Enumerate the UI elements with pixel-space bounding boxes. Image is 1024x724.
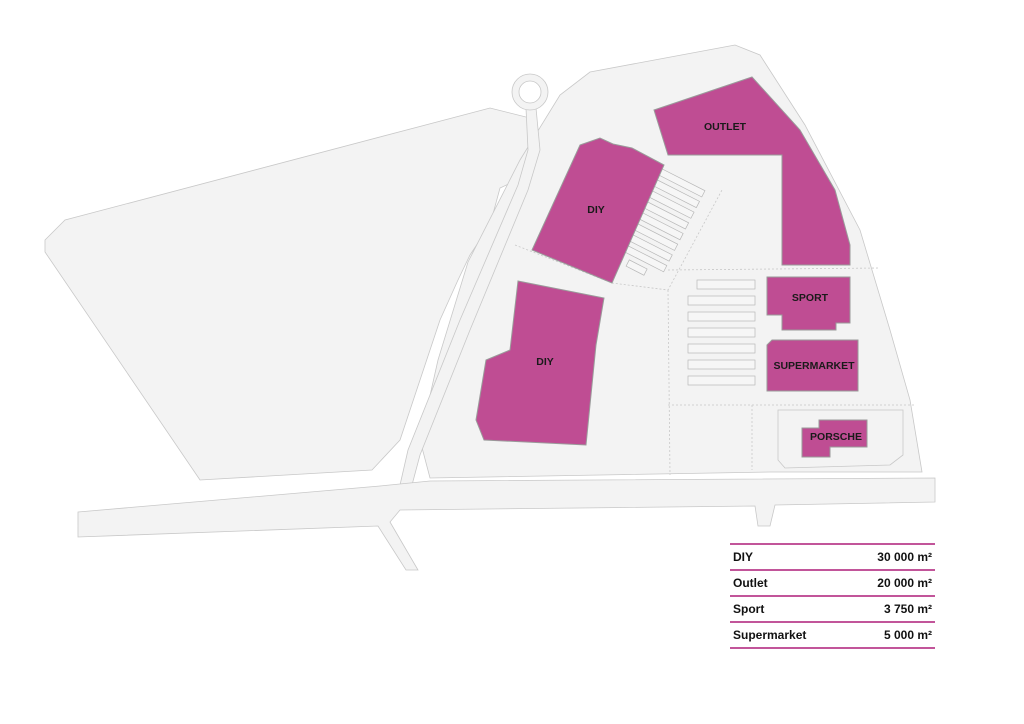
legend-name: Supermarket bbox=[730, 622, 847, 649]
parking-row bbox=[687, 343, 756, 354]
legend-area: 30 000 m² bbox=[846, 543, 935, 571]
parking-row bbox=[625, 259, 648, 276]
legend-area: 5 000 m² bbox=[846, 622, 935, 649]
label-supermarket: SUPERMARKET bbox=[773, 360, 855, 372]
legend-name: Outlet bbox=[730, 570, 847, 597]
label-diy-north: DIY bbox=[587, 204, 605, 216]
legend-area: 20 000 m² bbox=[846, 570, 935, 597]
parking-row bbox=[687, 295, 756, 306]
parking-row bbox=[687, 359, 756, 370]
legend-area: 3 750 m² bbox=[846, 596, 935, 623]
building-supermarket bbox=[766, 339, 859, 392]
legend-name: DIY bbox=[730, 543, 847, 571]
parking-area-north bbox=[620, 168, 706, 276]
parking-row bbox=[696, 279, 756, 290]
parking-area-central bbox=[687, 279, 756, 386]
label-porsche: PORSCHE bbox=[810, 431, 862, 443]
main-road bbox=[77, 477, 936, 571]
building-outlet bbox=[653, 76, 851, 266]
building-diy-north bbox=[531, 137, 665, 284]
label-diy-south: DIY bbox=[536, 356, 554, 368]
legend-name: Sport bbox=[730, 596, 847, 623]
building-sport bbox=[766, 276, 851, 331]
parking-row bbox=[687, 311, 756, 322]
building-porsche bbox=[801, 419, 868, 458]
label-sport: SPORT bbox=[792, 292, 829, 304]
building-diy-south bbox=[475, 280, 605, 446]
parking-row bbox=[687, 327, 756, 338]
parking-row bbox=[687, 375, 756, 386]
west-lot bbox=[44, 107, 531, 481]
label-outlet: OUTLET bbox=[704, 121, 747, 133]
